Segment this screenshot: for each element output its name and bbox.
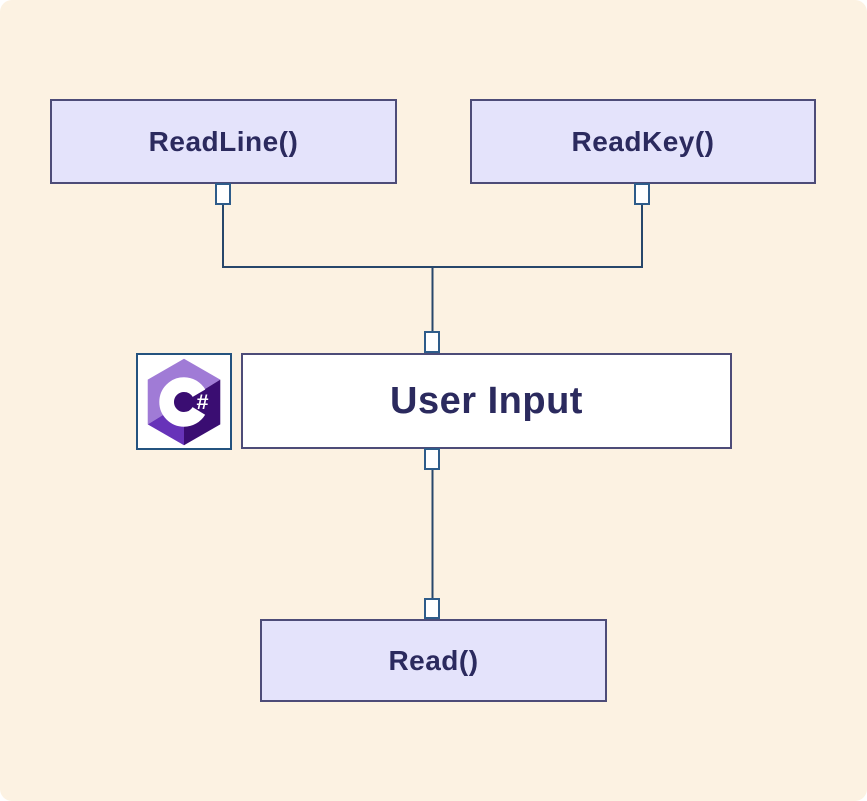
node-read: Read() — [260, 619, 607, 702]
csharp-logo-icon: # — [147, 358, 221, 445]
port-readline-bottom — [215, 183, 231, 205]
node-read-label: Read() — [388, 644, 479, 676]
port-readkey-bottom — [634, 183, 650, 205]
node-readline-label: ReadLine() — [148, 125, 299, 157]
connector-merge-path — [222, 204, 643, 268]
node-readline: ReadLine() — [50, 99, 397, 184]
csharp-logo-box: # — [136, 353, 232, 450]
node-readkey: ReadKey() — [470, 99, 816, 184]
port-read-top — [424, 598, 440, 619]
port-user-input-top — [424, 331, 440, 353]
node-user-input: User Input — [241, 353, 732, 449]
port-user-input-bottom — [424, 448, 440, 470]
csharp-hash-glyph: # — [197, 388, 209, 413]
node-readkey-label: ReadKey() — [571, 125, 715, 157]
node-user-input-label: User Input — [390, 379, 583, 422]
